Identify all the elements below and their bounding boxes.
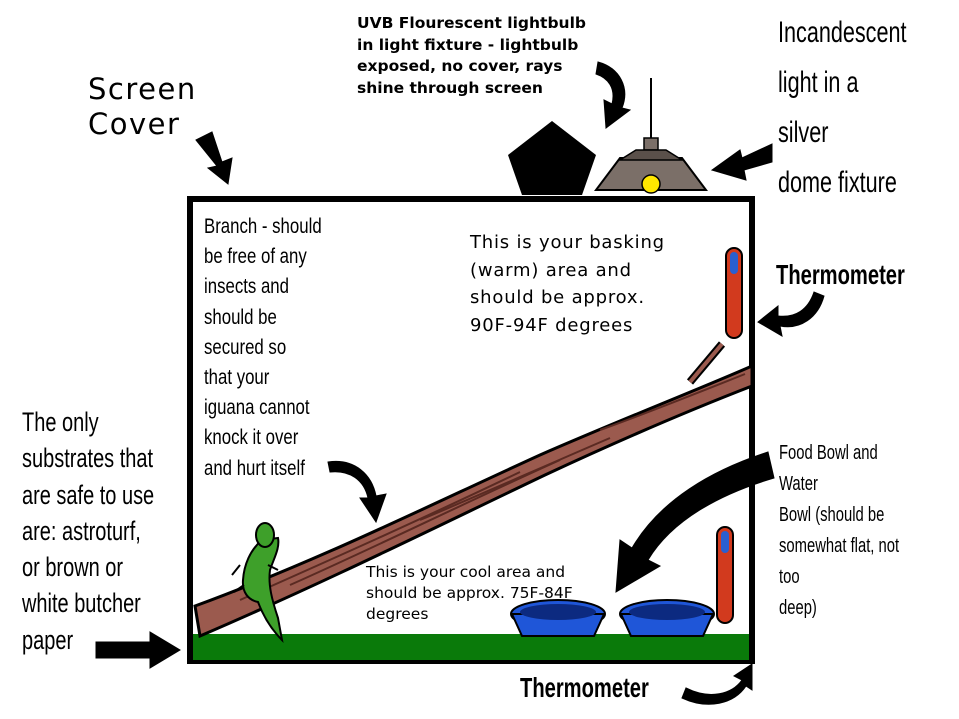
food-bowl — [510, 599, 606, 637]
uvb-light-fixture — [508, 121, 596, 195]
water-bowl — [619, 599, 715, 637]
thermometer-warm — [725, 247, 743, 339]
arrow-branch — [327, 460, 387, 524]
label-screen-cover: Screen Cover — [88, 72, 197, 141]
thermometer-cool — [716, 526, 734, 624]
label-incandescent: Incandescent light in a silver dome fixt… — [778, 16, 907, 199]
label-basking-area: This is your basking (warm) area and sho… — [470, 232, 665, 336]
substrate-astroturf — [193, 634, 749, 660]
arrow-screen-cover — [195, 131, 233, 185]
label-substrates: The only substrates that are safe to use… — [22, 407, 155, 655]
label-thermometer-bottom: Thermometer — [520, 672, 649, 703]
label-cool-area: This is your cool area and should be app… — [366, 563, 573, 623]
label-uvb-bulb: UVB Flourescent lightbulb in light fixtu… — [357, 14, 587, 97]
arrow-substrate — [95, 631, 181, 669]
arrow-uvb — [595, 61, 632, 129]
branch — [193, 341, 754, 639]
label-branch-note: Branch - should be free of any insects a… — [204, 215, 322, 480]
arrow-incandescent — [710, 143, 773, 181]
arrow-food-bowl — [615, 451, 775, 593]
label-food-bowl: Food Bowl and Water Bowl (should be some… — [779, 442, 900, 619]
label-thermometer-top: Thermometer — [776, 259, 905, 290]
pointer-arrows — [95, 61, 825, 705]
incandescent-dome-lamp — [594, 78, 708, 194]
iguana — [231, 522, 284, 643]
arrow-thermometer-bottom — [681, 663, 753, 705]
arrow-thermometer-top — [757, 291, 825, 337]
enclosure-outline — [187, 196, 755, 664]
